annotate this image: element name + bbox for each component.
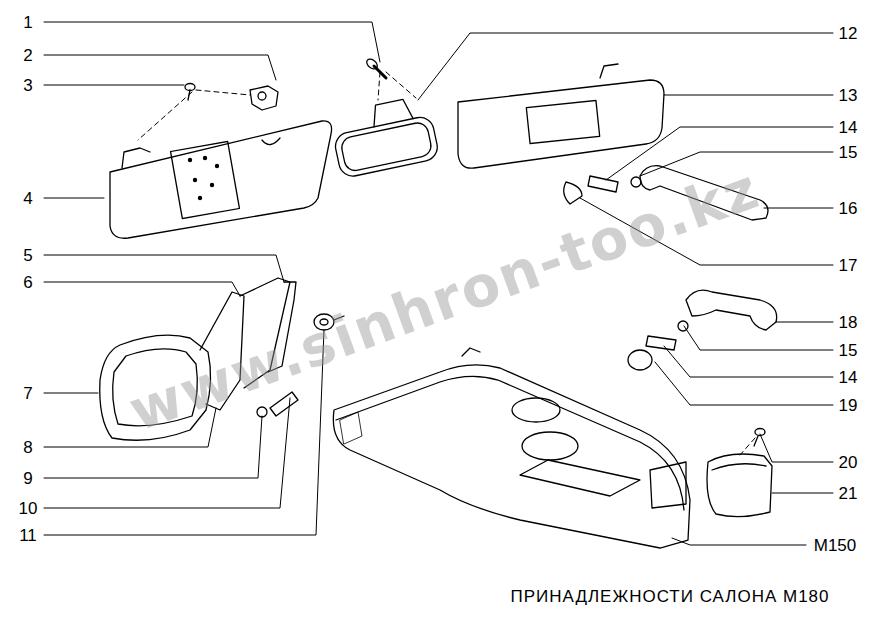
- sun-visor: [458, 80, 664, 168]
- callout-number: 3: [22, 77, 33, 94]
- drawing-line: [664, 95, 833, 96]
- visor-mirror: [171, 141, 240, 218]
- drawing-line: [672, 538, 806, 545]
- callout-number: 15: [838, 342, 859, 359]
- visor-clip: [250, 86, 278, 110]
- washer: [631, 177, 641, 187]
- drawing-line: [44, 255, 284, 282]
- drawing-line: [772, 493, 833, 494]
- drawing-line: [44, 85, 184, 86]
- callout-number: 14: [838, 369, 859, 386]
- callout-number: 10: [18, 500, 39, 517]
- drawing-line: [664, 346, 833, 377]
- drawing-line: [755, 429, 765, 436]
- callout-number: 17: [838, 257, 859, 274]
- drawing-line: [760, 434, 833, 462]
- sun-visor: [110, 121, 332, 238]
- floor-console: [333, 365, 690, 548]
- cap: [628, 350, 652, 370]
- leader-lines: [44, 22, 833, 545]
- drawing-line: [188, 90, 190, 100]
- cup-holder: [512, 398, 560, 422]
- drawing-line: [196, 90, 250, 95]
- callout-number: 16: [838, 200, 859, 217]
- callout-number: 8: [22, 439, 33, 456]
- drawing-line: [370, 98, 413, 127]
- caption: ПРИНАДЛЕЖНОСТИ САЛОНА М180: [510, 588, 829, 605]
- drawing-line: [44, 282, 240, 296]
- callout-number: 11: [18, 527, 38, 544]
- visor-dots: [188, 156, 219, 200]
- screw: [270, 392, 298, 416]
- drawing-line: [333, 115, 440, 179]
- drawing-line: [754, 436, 758, 446]
- vanity-mirror: [526, 100, 599, 143]
- cup-holder: [522, 432, 578, 460]
- callout-number: 14: [838, 119, 859, 136]
- callout-number: 4: [22, 190, 33, 207]
- callout-number: 19: [838, 397, 859, 414]
- drawing-line: [386, 72, 416, 98]
- drawing-line: [374, 66, 386, 78]
- grab-handle: [686, 290, 777, 330]
- drawing-line: [340, 121, 433, 173]
- callout-number: M150: [813, 537, 858, 554]
- callout-number: 1: [22, 14, 33, 31]
- watermark: www.sinhron-too.kz: [123, 160, 767, 440]
- storage-box: [707, 454, 772, 517]
- visor-pivot: [600, 64, 618, 78]
- console-tab: [462, 348, 480, 356]
- drawing-line: [198, 196, 202, 200]
- washer: [678, 321, 688, 331]
- callout-number: 21: [838, 485, 859, 502]
- drawing-line: [215, 164, 219, 168]
- console-tray: [650, 462, 686, 508]
- drawing-line: [203, 156, 207, 160]
- drawing-line: [44, 22, 380, 62]
- screw: [754, 429, 765, 447]
- drawing-line: [418, 33, 833, 100]
- screw: [185, 84, 195, 101]
- callout-number: 12: [838, 25, 859, 42]
- drawing-line: [378, 72, 380, 100]
- drawing-line: [776, 322, 833, 323]
- storage-box-lid: [712, 464, 766, 470]
- drawing-line: [44, 393, 98, 394]
- callout-number: 20: [838, 454, 859, 471]
- drawing-line: [655, 362, 833, 405]
- drawing-line: [210, 183, 214, 187]
- console-recess: [520, 460, 640, 496]
- callout-number: 9: [22, 470, 33, 487]
- callout-number: 18: [838, 314, 859, 331]
- callout-number: 5: [22, 247, 33, 264]
- drawing-line: [44, 198, 104, 199]
- cap: [564, 182, 582, 204]
- visor-pivot: [122, 148, 150, 168]
- drawing-line: [684, 326, 833, 350]
- visor-notch: [262, 138, 280, 145]
- drawing-line: [193, 178, 197, 182]
- rear-view-mirror: [329, 94, 440, 178]
- screw: [365, 57, 386, 78]
- callout-number: 6: [22, 274, 33, 291]
- console-vent: [340, 412, 362, 444]
- drawing-line: [138, 92, 192, 140]
- drawing-line: [188, 158, 192, 162]
- callout-number: 2: [22, 47, 33, 64]
- washer: [257, 407, 267, 417]
- screw: [588, 176, 618, 192]
- console-edge: [336, 376, 684, 510]
- callout-number: 15: [838, 144, 859, 161]
- callout-number: 7: [22, 385, 33, 402]
- drawing-line: [44, 55, 276, 80]
- drawing-line: [764, 208, 833, 209]
- drawing-line: [740, 438, 755, 455]
- callout-number: 13: [838, 87, 859, 104]
- screw: [646, 336, 676, 350]
